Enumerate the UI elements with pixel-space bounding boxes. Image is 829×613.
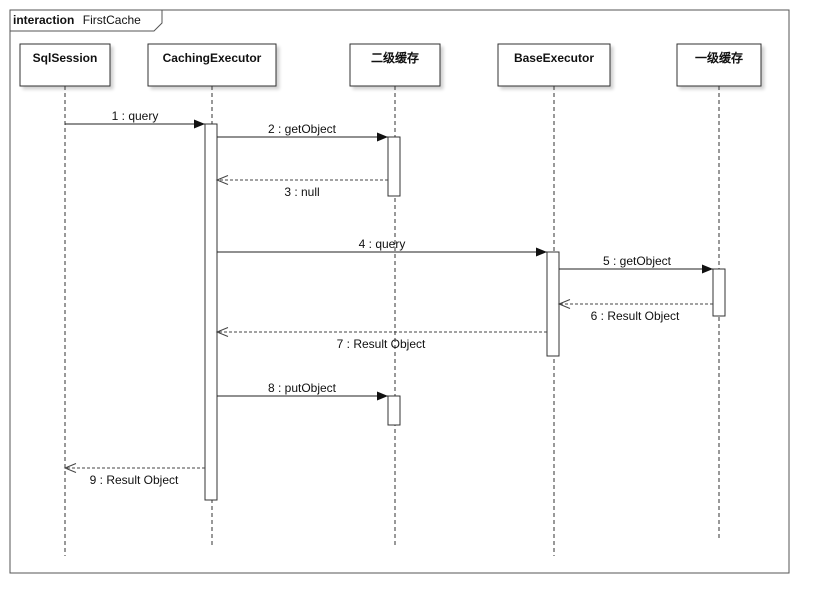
lifeline-label-baseexecutor: BaseExecutor: [514, 51, 594, 65]
message-label-3: 3 : null: [284, 185, 319, 199]
activation-cachingexecutor: [204, 123, 218, 501]
interaction-frame: interaction FirstCache: [9, 9, 790, 574]
activation-bars: [204, 123, 726, 501]
message-5[interactable]: 5 : getObject: [559, 254, 713, 274]
message-4[interactable]: 4 : query: [217, 237, 547, 257]
lifeline-label-cachingexecutor: CachingExecutor: [163, 51, 262, 65]
message-8[interactable]: 8 : putObject: [217, 381, 388, 401]
message-label-4: 4 : query: [359, 237, 406, 251]
message-label-5: 5 : getObject: [603, 254, 672, 268]
frame-keyword: interaction: [13, 13, 74, 27]
message-label-1: 1 : query: [112, 109, 159, 123]
activation-baseexecutor: [546, 251, 560, 357]
message-7[interactable]: 7 : Result Object: [215, 327, 547, 352]
message-label-2: 2 : getObject: [268, 122, 337, 136]
lifeline-label-secondcache: 二级缓存: [371, 50, 419, 65]
message-1[interactable]: 1 : query: [65, 109, 205, 129]
message-2[interactable]: 2 : getObject: [217, 122, 388, 142]
activation-secondcache-1: [387, 136, 401, 197]
message-label-6: 6 : Result Object: [591, 309, 680, 323]
message-9[interactable]: 9 : Result Object: [63, 463, 205, 488]
lifeline-label-firstcache: 一级缓存: [695, 50, 743, 65]
lifeline-box-secondcache[interactable]: [349, 43, 441, 87]
activation-firstcache: [712, 268, 726, 317]
lifeline-box-baseexecutor[interactable]: [497, 43, 611, 87]
activation-secondcache-2: [387, 395, 401, 426]
lifeline-label-sqlsession: SqlSession: [33, 51, 98, 65]
message-3[interactable]: 3 : null: [215, 175, 388, 200]
lifeline-box-sqlsession[interactable]: [19, 43, 111, 87]
message-label-7: 7 : Result Object: [337, 337, 426, 351]
lifeline-heads: SqlSession CachingExecutor 二级缓存 BaseExec…: [19, 43, 762, 87]
message-label-8: 8 : putObject: [268, 381, 337, 395]
message-label-9: 9 : Result Object: [90, 473, 179, 487]
messages: 1 : query 2 : getObject 3 : null 4 : que…: [63, 109, 713, 488]
lifeline-box-cachingexecutor[interactable]: [147, 43, 277, 87]
frame-title: interaction FirstCache: [13, 11, 141, 28]
frame-name: FirstCache: [83, 13, 141, 27]
message-6[interactable]: 6 : Result Object: [557, 299, 713, 324]
